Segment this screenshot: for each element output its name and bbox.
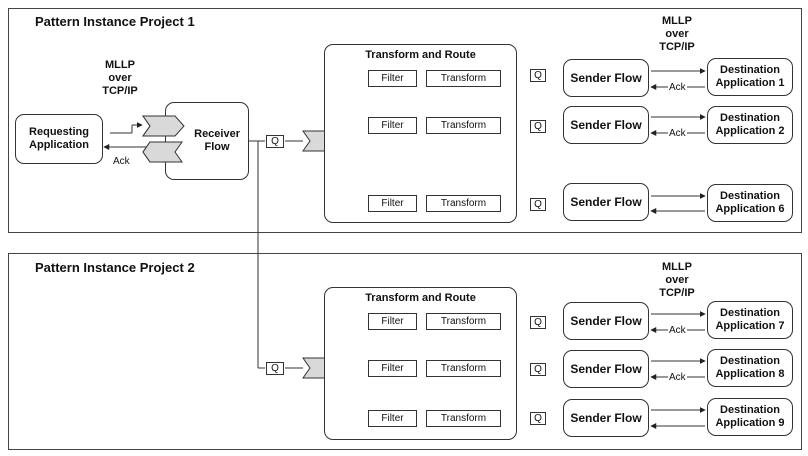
sender-queue: Q xyxy=(530,198,546,211)
queue-project-2: Q xyxy=(266,362,284,375)
sender-queue: Q xyxy=(530,69,546,82)
ack-label-requesting: Ack xyxy=(113,156,130,167)
transform-box: Transform xyxy=(426,360,501,377)
filter-box: Filter xyxy=(368,410,417,427)
sender-flow: Sender Flow xyxy=(563,59,649,97)
queue-project-1: Q xyxy=(266,135,284,148)
transform-box: Transform xyxy=(426,70,501,87)
filter-box: Filter xyxy=(368,70,417,87)
mllp-label-left: MLLP over TCP/IP xyxy=(102,59,138,97)
sender-queue: Q xyxy=(530,316,546,329)
sender-queue: Q xyxy=(530,120,546,133)
project-1-title: Pattern Instance Project 1 xyxy=(35,14,195,29)
filter-box: Filter xyxy=(368,360,417,377)
sender-flow: Sender Flow xyxy=(563,302,649,340)
project-2-title: Pattern Instance Project 2 xyxy=(35,260,195,275)
transform-box: Transform xyxy=(426,313,501,330)
transform-box: Transform xyxy=(426,410,501,427)
sender-flow: Sender Flow xyxy=(563,399,649,437)
ack-label: Ack xyxy=(668,82,687,93)
sender-queue: Q xyxy=(530,412,546,425)
mllp-label-right-2: MLLP over TCP/IP xyxy=(659,261,695,299)
transform-route-title-2: Transform and Route xyxy=(365,292,476,304)
sender-flow: Sender Flow xyxy=(563,183,649,221)
mllp-label-right-1: MLLP over TCP/IP xyxy=(659,15,695,53)
filter-box: Filter xyxy=(368,313,417,330)
filter-box: Filter xyxy=(368,195,417,212)
transform-box: Transform xyxy=(426,117,501,134)
transform-route-title-1: Transform and Route xyxy=(365,49,476,61)
ack-label: Ack xyxy=(668,372,687,383)
ack-label: Ack xyxy=(668,325,687,336)
sender-flow: Sender Flow xyxy=(563,350,649,388)
ack-label: Ack xyxy=(668,128,687,139)
filter-box: Filter xyxy=(368,117,417,134)
transform-box: Transform xyxy=(426,195,501,212)
sender-queue: Q xyxy=(530,363,546,376)
sender-flow: Sender Flow xyxy=(563,106,649,144)
